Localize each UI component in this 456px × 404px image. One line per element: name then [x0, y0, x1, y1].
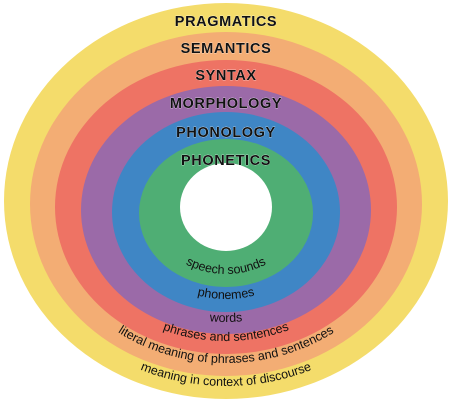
ring-title-phonology: PHONOLOGY: [176, 125, 276, 141]
ring-description-phonology: phonemes: [196, 285, 255, 302]
ring-title-morphology: MORPHOLOGY: [170, 96, 282, 112]
ring-title-pragmatics: PRAGMATICS: [175, 14, 277, 30]
rings-layer: [4, 3, 448, 399]
ring-title-semantics: SEMANTICS: [181, 41, 272, 57]
ring-description-morphology: words: [208, 310, 242, 325]
ring-title-syntax: SYNTAX: [195, 68, 256, 84]
center-hole: [180, 163, 272, 251]
ring-title-phonetics: PHONETICS: [181, 153, 271, 169]
